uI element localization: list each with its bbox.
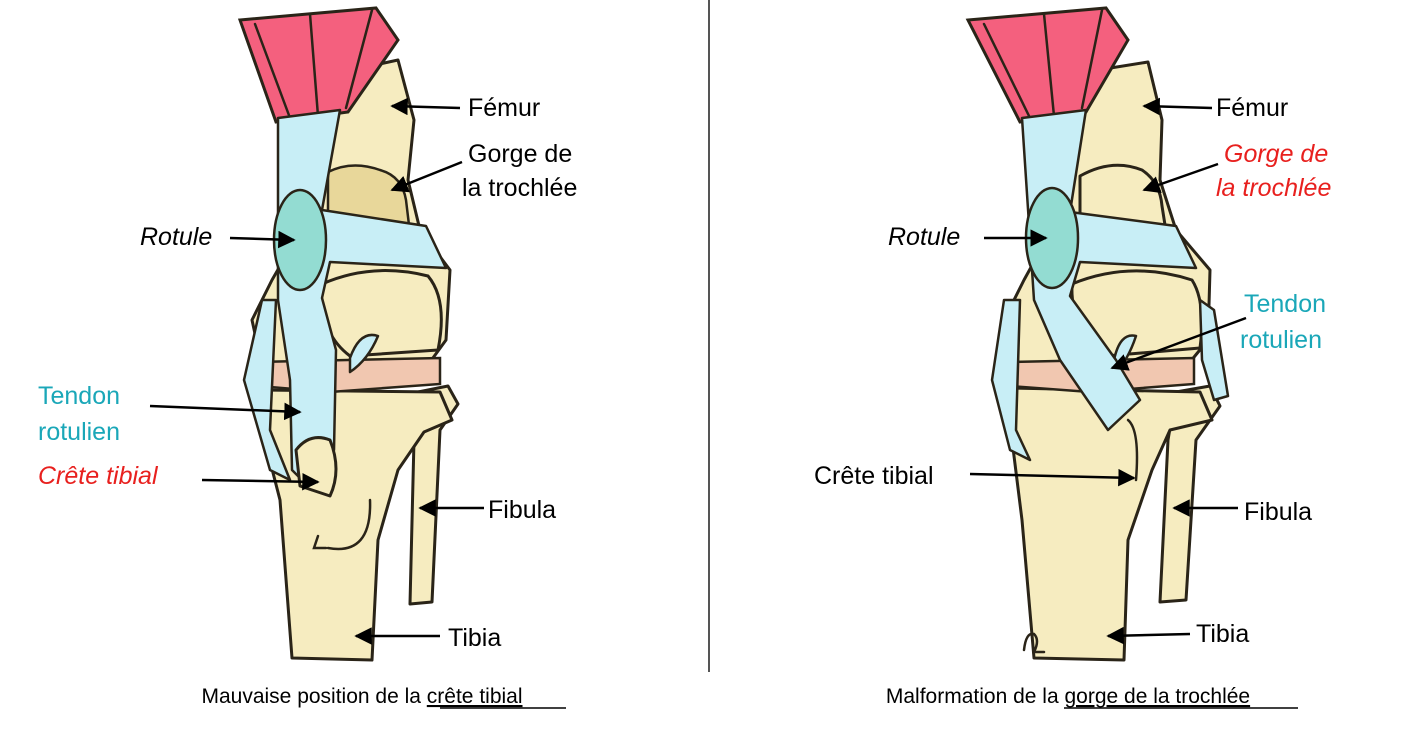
left-fibula-shape xyxy=(408,384,460,606)
left-label-rotule: Rotule xyxy=(140,223,212,251)
left-ligament-loop xyxy=(348,333,380,374)
right-side-ligament xyxy=(990,298,1032,462)
right-caption-emphasis: gorge de la trochlée xyxy=(1064,685,1250,708)
left-patellar-tendon-shape xyxy=(276,108,448,492)
left-meniscus-shape xyxy=(254,356,442,394)
left-tibial-crest-shape xyxy=(294,436,338,498)
left-label-gorge-line2: la trochlée xyxy=(462,174,577,202)
left-caption-prefix: Mauvaise position de la xyxy=(201,685,426,708)
right-label-tibia: Tibia xyxy=(1196,620,1249,648)
left-label-gorge-line1: Gorge de xyxy=(468,140,572,168)
left-label-tibia: Tibia xyxy=(448,624,501,652)
right-labels: Fémur Gorge de la trochlée Rotule Tendon… xyxy=(814,94,1331,648)
right-label-tendon-line2: rotulien xyxy=(1240,326,1322,354)
right-caption-prefix: Malformation de la xyxy=(886,685,1065,708)
right-label-tendon-line1: Tendon xyxy=(1244,290,1326,318)
left-label-femur: Fémur xyxy=(468,94,540,122)
left-label-tendon-line1: Tendon xyxy=(38,382,120,410)
right-label-femur: Fémur xyxy=(1216,94,1288,122)
left-knee-illustration xyxy=(237,6,460,662)
right-label-crete: Crête tibial xyxy=(814,462,934,490)
left-quadriceps-shape xyxy=(237,6,400,124)
artist-signature xyxy=(1022,632,1046,654)
right-annotation-arrows xyxy=(969,97,1247,645)
left-annotation-arrows xyxy=(149,97,484,645)
left-condyle-shape xyxy=(320,269,443,358)
left-label-crete: Crête tibial xyxy=(38,462,159,490)
left-side-ligament xyxy=(242,298,292,482)
right-label-gorge-line2: la trochlée xyxy=(1216,174,1331,202)
right-tibia-shape xyxy=(1008,386,1214,662)
left-caption-emphasis: crête tibial xyxy=(427,685,523,708)
right-caption: Malformation de la gorge de la trochlée xyxy=(886,685,1250,708)
right-knee-illustration xyxy=(965,6,1230,662)
right-lateral-ligament xyxy=(1198,298,1230,402)
left-caption: Mauvaise position de la crête tibial xyxy=(201,685,522,708)
left-label-fibula: Fibula xyxy=(488,496,556,524)
left-labels: Fémur Gorge de la trochlée Rotule Tendon… xyxy=(38,94,577,652)
right-label-fibula: Fibula xyxy=(1244,498,1312,526)
right-label-gorge-line1: Gorge de xyxy=(1224,140,1328,168)
right-label-rotule: Rotule xyxy=(888,223,960,251)
left-label-tendon-line2: rotulien xyxy=(38,418,120,446)
